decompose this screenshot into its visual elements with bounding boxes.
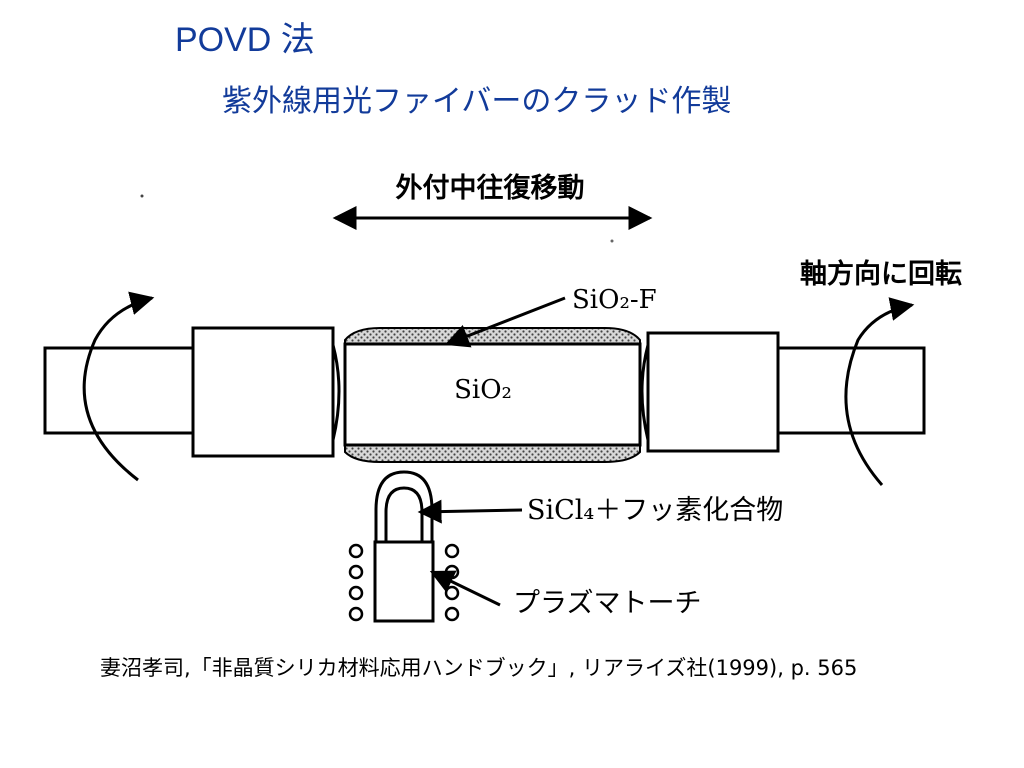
coil-left xyxy=(348,543,364,622)
slide-subtitle: 紫外線用光ファイバーのクラッド作製 xyxy=(222,84,732,119)
torch-arrow xyxy=(429,570,501,607)
reactant-label: SiCl₄＋フッ素化合物 xyxy=(527,495,783,526)
slide-title: POVD 法 xyxy=(175,21,315,59)
core-label: SiO₂ xyxy=(454,375,512,405)
reactant-arrow xyxy=(417,499,523,524)
cladding-arrow xyxy=(444,296,566,348)
cladding-label: SiO₂-F xyxy=(572,285,657,315)
torch-plasma-outer xyxy=(374,470,434,545)
right-holder xyxy=(646,331,780,453)
torch-label: プラズマトーチ xyxy=(513,588,701,619)
core-rod xyxy=(343,342,642,447)
left-rod xyxy=(43,346,195,435)
torch-plasma-inner xyxy=(384,486,424,545)
right-neck xyxy=(640,344,650,441)
left-rotation-arrow xyxy=(82,291,155,482)
speck-mark xyxy=(140,194,144,198)
speck-mark xyxy=(610,239,614,243)
rotate-label: 軸方向に回転 xyxy=(800,258,962,290)
traverse-label: 外付中往復移動 xyxy=(396,172,585,204)
torch-body xyxy=(373,540,435,623)
source-caption: 妻沼孝司,「非晶質シリカ材料応用ハンドブック」, リアライズ社(1999), p… xyxy=(100,656,858,680)
left-holder xyxy=(191,326,335,458)
right-rotation-arrow xyxy=(844,297,915,486)
left-neck xyxy=(331,344,341,441)
